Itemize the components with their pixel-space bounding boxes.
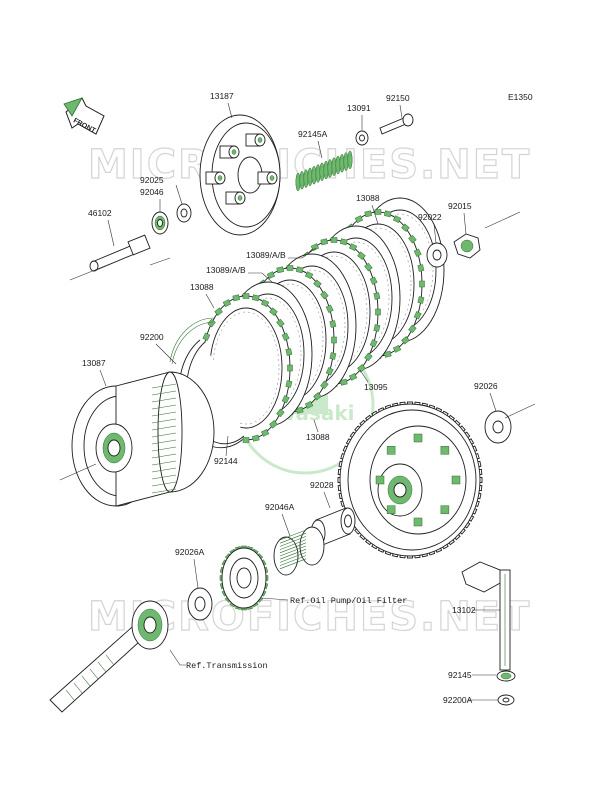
part-drawing-92145A xyxy=(295,150,353,192)
part-drawing-92200 xyxy=(169,317,215,365)
part-drawing-13102 xyxy=(461,561,511,671)
part-label: 13102 xyxy=(452,605,476,615)
clutch-plate-stack xyxy=(199,197,445,443)
part-label: 13088 xyxy=(306,432,330,442)
part-drawing-13187 xyxy=(199,114,281,236)
ref-leader-1 xyxy=(169,649,186,666)
front-arrow-icon: FRONT xyxy=(63,97,105,135)
part-drawing-92022 xyxy=(426,242,448,268)
part-label: 92046 xyxy=(140,187,164,197)
part-label: 92015 xyxy=(448,201,472,211)
axis-lines xyxy=(59,211,536,481)
leader-line-20 xyxy=(281,513,291,537)
part-drawing-92026 xyxy=(484,410,512,444)
part-label: 92200 xyxy=(140,332,164,342)
part-drawing-92025 xyxy=(176,203,192,223)
part-label: 13087 xyxy=(82,358,106,368)
part-label: 46102 xyxy=(88,208,112,218)
leader-line-10 xyxy=(288,247,317,259)
part-drawing-13087 xyxy=(71,371,215,507)
leader-line-13 xyxy=(155,343,177,365)
part-label: 13187 xyxy=(210,91,234,101)
part-label: 13088 xyxy=(356,193,380,203)
leader-line-16 xyxy=(489,392,497,412)
part-drawing-92150 xyxy=(379,113,414,135)
part-label: 92046A xyxy=(265,502,295,512)
part-label: 92145 xyxy=(448,670,472,680)
part-label: 92144 xyxy=(214,456,238,466)
part-drawing-92046 xyxy=(151,211,169,235)
leader-line-8 xyxy=(433,223,437,244)
leader-line-4 xyxy=(175,184,183,205)
part-drawing-13095 xyxy=(337,401,483,559)
reference-label: Ref.Oil Pump/Oil Filter xyxy=(290,596,407,606)
leader-line-7 xyxy=(371,204,379,225)
part-label: 13091 xyxy=(347,103,371,113)
part-label: 92145A xyxy=(298,129,328,139)
leader-line-0 xyxy=(227,102,233,119)
part-drawing-92026A xyxy=(187,587,213,621)
part-label: 13095 xyxy=(364,382,388,392)
diagram-code: E1350 xyxy=(508,92,533,102)
part-label: 92026A xyxy=(175,547,205,557)
part-drawing-92200A xyxy=(497,694,515,706)
leader-line-15 xyxy=(359,369,369,383)
part-label: 92025 xyxy=(140,175,164,185)
part-drawing-92145 xyxy=(496,670,516,682)
leader-line-17 xyxy=(313,419,319,433)
reference-label: Ref.Transmission xyxy=(186,661,268,671)
leader-line-12 xyxy=(205,293,215,309)
leader-line-2 xyxy=(399,104,403,119)
leader-line-21 xyxy=(193,558,199,589)
leader-line-14 xyxy=(99,369,107,387)
leader-line-9 xyxy=(463,212,467,235)
part-label: 92022 xyxy=(418,212,442,222)
ref-leader-0 xyxy=(261,597,289,601)
part-drawing-13091 xyxy=(355,130,369,146)
part-label: 92200A xyxy=(443,695,473,705)
leader-line-11 xyxy=(248,272,273,283)
leader-line-3 xyxy=(317,140,323,159)
part-label: 13089/A/B xyxy=(246,250,286,260)
part-drawing-92028 xyxy=(310,507,356,547)
part-label: 13089/A/B xyxy=(206,265,246,275)
part-drawing-oil-pump-gear xyxy=(219,545,269,611)
part-label: 92150 xyxy=(386,93,410,103)
part-drawing-transmission-shaft xyxy=(49,600,169,713)
part-drawing-92046A xyxy=(273,526,325,576)
leader-line-19 xyxy=(323,491,331,509)
part-label: 13088 xyxy=(190,282,214,292)
part-label: 92028 xyxy=(310,480,334,490)
part-drawing-92015 xyxy=(453,233,481,259)
part-drawing-46102 xyxy=(89,234,151,272)
leader-line-6 xyxy=(107,219,115,247)
leader-line-18 xyxy=(225,435,229,457)
part-label: 92026 xyxy=(474,381,498,391)
part-labels: 13187 13091 92150 92145A 92025 92046 46102 1308… xyxy=(82,91,500,705)
